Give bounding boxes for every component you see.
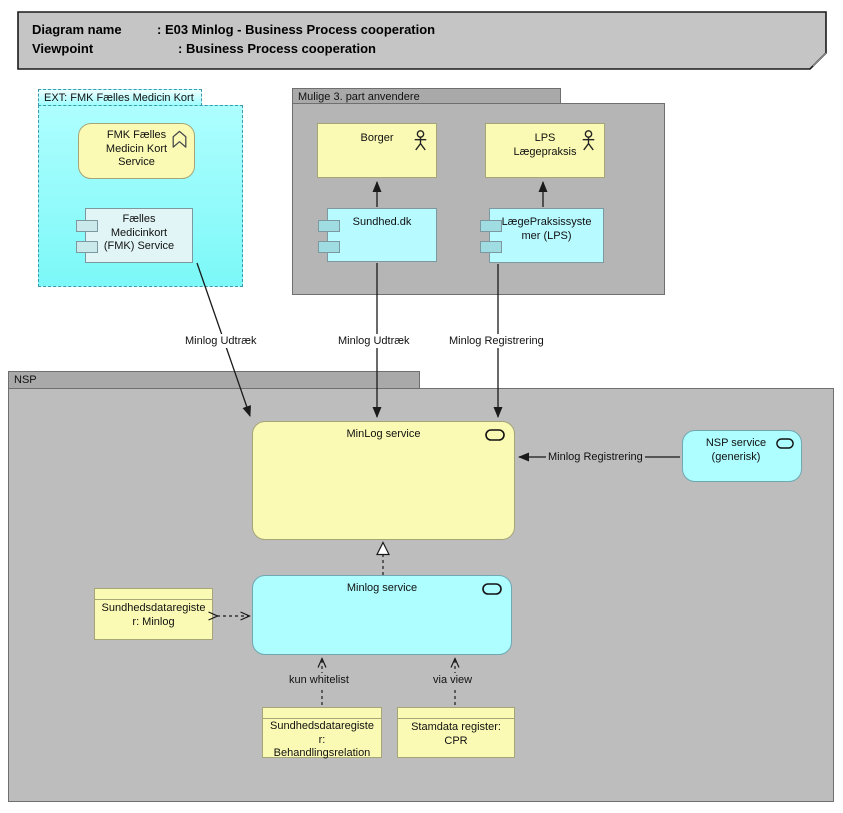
- node-register-minlog-label: Sundhedsdataregiste r: Minlog: [101, 602, 206, 628]
- diagram-name-value: : E03 Minlog - Business Process cooperat…: [157, 22, 436, 37]
- node-nsp-service[interactable]: NSP service (generisk): [682, 430, 802, 482]
- node-register-cpr[interactable]: Stamdata register: CPR: [397, 707, 515, 758]
- actor-icon: [582, 130, 595, 151]
- data-object-bar: [95, 589, 212, 600]
- node-fmk-process[interactable]: FMK Fælles Medicin Kort Service: [78, 123, 195, 179]
- node-minlog-service-impl-label: Minlog service: [346, 582, 418, 594]
- title-block-shape: [17, 11, 827, 70]
- group-ext-fmk-tab[interactable]: EXT: FMK Fælles Medicin Kort: [38, 89, 202, 106]
- data-object-bar: [263, 708, 381, 719]
- edge-label-kun-whitelist: kun whitelist: [287, 673, 351, 687]
- process-banner-icon: [172, 130, 187, 148]
- edge-label-minlog-udtraek-1: Minlog Udtræk: [183, 334, 259, 348]
- title-block: Diagram name : E03 Minlog - Business Proc…: [32, 20, 435, 58]
- group-third-party-label: Mulige 3. part anvendere: [298, 91, 420, 103]
- component-icon: [76, 220, 98, 232]
- service-icon: [776, 438, 794, 449]
- node-lps-system[interactable]: LægePraksissyste mer (LPS): [480, 208, 604, 263]
- node-register-minlog[interactable]: Sundhedsdataregiste r: Minlog: [94, 588, 213, 640]
- service-icon: [482, 583, 502, 595]
- viewpoint-row: Viewpoint : Business Process cooperation: [32, 39, 435, 58]
- viewpoint-value: : Business Process cooperation: [178, 41, 376, 56]
- node-sundhed-dk[interactable]: Sundhed.dk: [318, 208, 437, 262]
- node-borger[interactable]: Borger: [317, 123, 437, 178]
- component-icon: [318, 220, 340, 232]
- group-ext-fmk-label: EXT: FMK Fælles Medicin Kort: [44, 92, 194, 104]
- edge-label-minlog-registrering-2: Minlog Registrering: [546, 450, 645, 464]
- node-nsp-service-label: NSP service (generisk): [705, 437, 767, 463]
- edge-label-minlog-udtraek-2: Minlog Udtræk: [336, 334, 412, 348]
- group-nsp-tab[interactable]: NSP: [8, 371, 420, 389]
- node-minlog-service-impl[interactable]: Minlog service: [252, 575, 512, 655]
- data-object-bar: [398, 708, 514, 719]
- node-fmk-component[interactable]: Fælles Medicinkort (FMK) Service: [76, 208, 193, 263]
- edge-label-via-view: via view: [431, 673, 475, 687]
- node-minlog-service-app[interactable]: MinLog service: [252, 421, 515, 540]
- node-lps-actor-label: LPS Lægepraksis: [513, 132, 577, 158]
- group-nsp-label: NSP: [14, 374, 37, 386]
- node-register-cpr-label: Stamdata register: CPR: [411, 721, 501, 747]
- edge-label-minlog-registrering-1: Minlog Registrering: [447, 334, 546, 348]
- node-fmk-component-label: Fælles Medicinkort (FMK) Service: [103, 213, 175, 252]
- node-borger-label: Borger: [360, 132, 394, 144]
- node-minlog-service-app-label: MinLog service: [346, 428, 421, 440]
- service-icon: [485, 429, 505, 441]
- diagram-name-row: Diagram name : E03 Minlog - Business Proc…: [32, 20, 435, 39]
- group-third-party-tab[interactable]: Mulige 3. part anvendere: [292, 88, 561, 104]
- node-sundhed-dk-label: Sundhed.dk: [352, 216, 412, 228]
- node-fmk-process-label: FMK Fælles Medicin Kort Service: [105, 129, 168, 168]
- component-icon: [480, 241, 502, 253]
- viewpoint-label: Viewpoint: [32, 41, 94, 56]
- actor-icon: [414, 130, 427, 151]
- node-lps-system-label: LægePraksissyste mer (LPS): [501, 216, 592, 242]
- component-icon: [318, 241, 340, 253]
- component-icon: [480, 220, 502, 232]
- node-register-behandling-label: Sundhedsdataregiste r: Behandlingsrelati…: [270, 720, 374, 759]
- node-register-behandling[interactable]: Sundhedsdataregiste r: Behandlingsrelati…: [262, 707, 382, 759]
- component-icon: [76, 241, 98, 253]
- diagram-name-label: Diagram name: [32, 22, 122, 37]
- node-lps-actor[interactable]: LPS Lægepraksis: [485, 123, 605, 178]
